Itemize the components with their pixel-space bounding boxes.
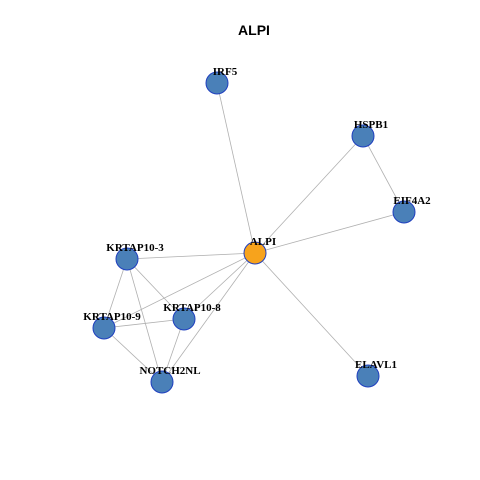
edge-krtap10-9-notch2nl xyxy=(103,327,163,383)
node-label-elavl1: ELAVL1 xyxy=(355,359,397,371)
edge-alpi-krtap10-3 xyxy=(126,252,256,260)
node-alpi xyxy=(243,241,267,265)
edge-krtap10-3-krtap10-8 xyxy=(126,258,185,320)
node-label-alpi: ALPI xyxy=(250,236,276,248)
node-eif4a2 xyxy=(392,200,416,224)
node-label-irf5: IRF5 xyxy=(213,66,238,78)
edge-alpi-eif4a2 xyxy=(254,211,405,254)
node-krtap10-3 xyxy=(115,247,139,271)
node-label-notch2nl: NOTCH2NL xyxy=(139,365,200,377)
edge-hspb1-eif4a2 xyxy=(362,135,405,213)
diagram-title: ALPI xyxy=(238,22,270,38)
edge-alpi-hspb1 xyxy=(254,135,364,254)
edge-alpi-notch2nl xyxy=(161,252,256,383)
node-label-krtap10-3: KRTAP10-3 xyxy=(106,242,164,254)
node-label-krtap10-9: KRTAP10-9 xyxy=(83,311,141,323)
edge-alpi-elavl1 xyxy=(254,252,369,377)
edge-krtap10-9-krtap10-8 xyxy=(103,318,185,329)
edges-layer xyxy=(103,82,405,383)
nodes-layer xyxy=(92,71,416,394)
node-elavl1 xyxy=(356,364,380,388)
edge-krtap10-3-notch2nl xyxy=(126,258,163,383)
node-krtap10-8 xyxy=(172,307,196,331)
node-krtap10-9 xyxy=(92,316,116,340)
node-hspb1 xyxy=(351,124,375,148)
edge-alpi-irf5 xyxy=(216,82,256,254)
node-irf5 xyxy=(205,71,229,95)
edge-krtap10-3-krtap10-9 xyxy=(103,258,128,329)
node-label-krtap10-8: KRTAP10-8 xyxy=(163,302,221,314)
node-label-eif4a2: EIF4A2 xyxy=(393,195,431,207)
node-notch2nl xyxy=(150,370,174,394)
node-label-hspb1: HSPB1 xyxy=(354,119,388,131)
edge-alpi-krtap10-8 xyxy=(183,252,256,320)
edge-alpi-krtap10-9 xyxy=(103,252,256,329)
